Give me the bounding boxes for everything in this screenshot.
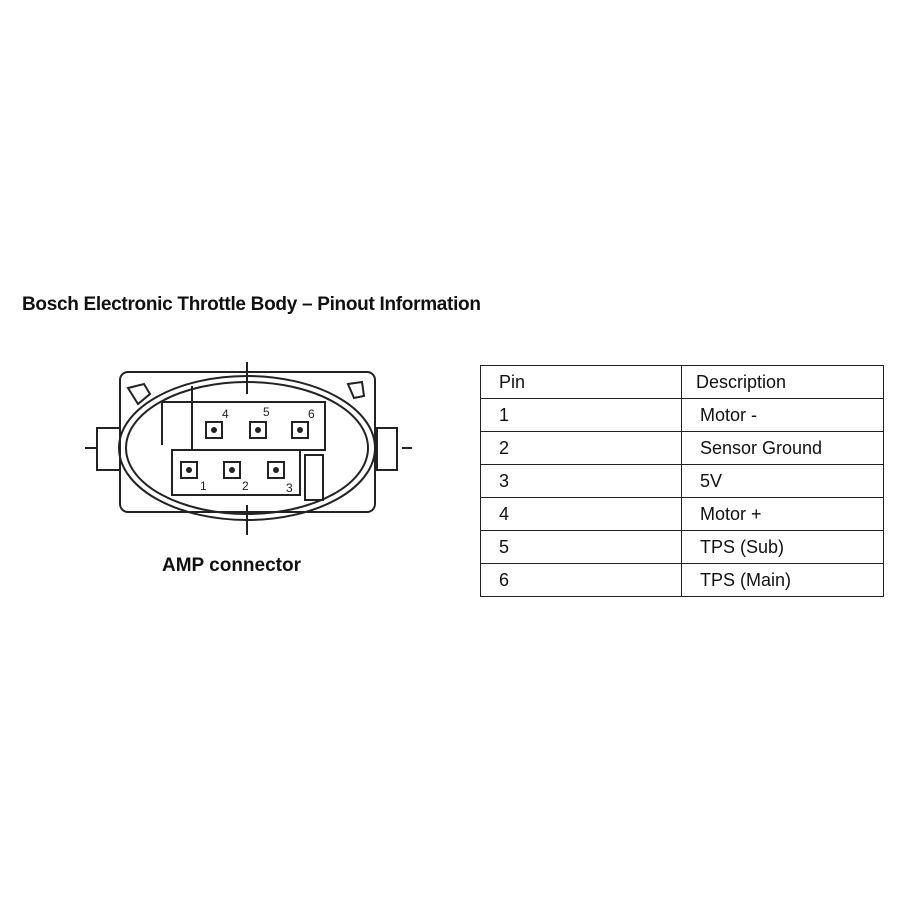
- page-title: Bosch Electronic Throttle Body – Pinout …: [22, 294, 481, 315]
- pin-cell: 4: [480, 497, 682, 531]
- description-cell: TPS (Sub): [681, 530, 884, 564]
- bottom-pin-block: [171, 449, 301, 496]
- amp-connector-diagram: 4 5 6 1 2 3: [85, 362, 412, 535]
- table-header-row: Pin Description: [480, 365, 884, 399]
- pin-cell: 2: [480, 431, 682, 465]
- description-cell: Sensor Ground: [681, 431, 884, 465]
- pin-label-5: 5: [263, 405, 270, 419]
- left-latch: [96, 427, 121, 471]
- pin-cell: 5: [480, 530, 682, 564]
- pin-cell: 1: [480, 398, 682, 432]
- pin-label-4: 4: [222, 407, 229, 421]
- pin-cell: 3: [480, 464, 682, 498]
- diagram-caption: AMP connector: [162, 555, 302, 576]
- description-cell: 5V: [681, 464, 884, 498]
- header-description: Description: [681, 365, 884, 399]
- pin-label-3: 3: [286, 481, 293, 495]
- description-cell: TPS (Main): [681, 563, 884, 597]
- pin-label-6: 6: [308, 407, 315, 421]
- connector-outer-oval: [118, 375, 376, 521]
- description-cell: Motor -: [681, 398, 884, 432]
- pin-cell: 6: [480, 563, 682, 597]
- description-cell: Motor +: [681, 497, 884, 531]
- pin-label-1: 1: [200, 479, 207, 493]
- right-latch: [376, 427, 398, 471]
- header-pin: Pin: [480, 365, 682, 399]
- top-pin-block: [191, 401, 326, 451]
- pin-label-2: 2: [242, 479, 249, 493]
